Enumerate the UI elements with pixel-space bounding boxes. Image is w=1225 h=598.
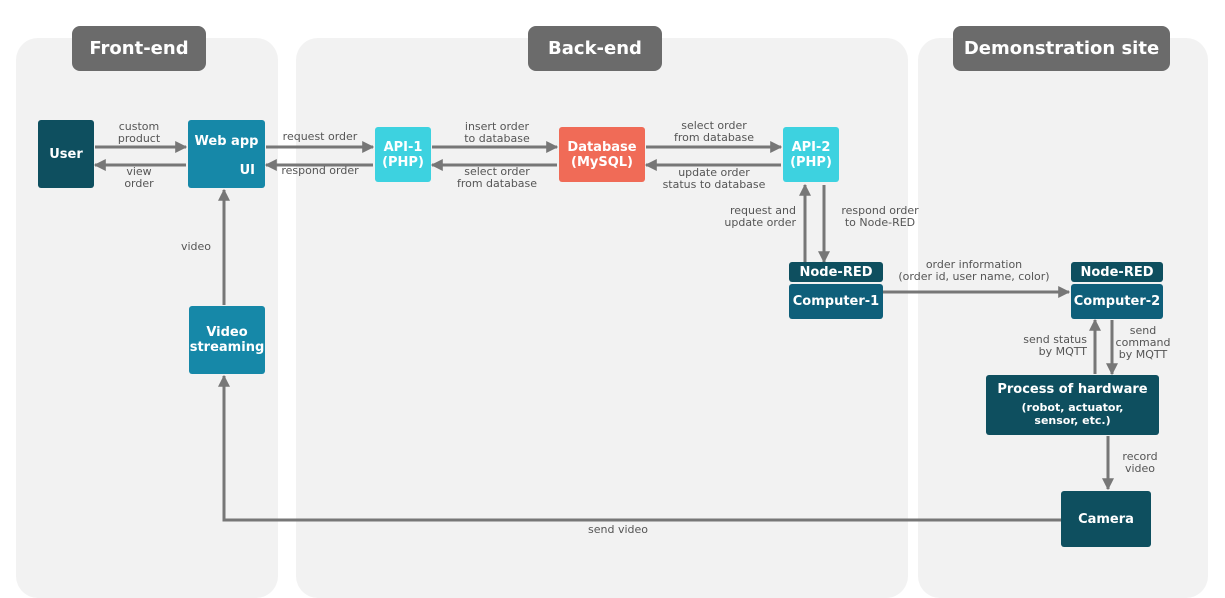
label-insert-order-line-2: to database [464, 132, 530, 145]
label-respond-order-text: respond order [281, 164, 359, 177]
label-update-order-status-line-2: status to database [662, 178, 766, 191]
label-send-status-line-1: send status [1023, 333, 1087, 346]
label-select-order-from-database: select order from database [660, 120, 768, 144]
label-update-order-status: update order status to database [650, 167, 778, 191]
node-red-2-label: Node-RED [1080, 264, 1154, 280]
label-send-command: send command by MQTT [1114, 325, 1172, 361]
label-respond-to-nodered: respond order to Node-RED [832, 205, 928, 229]
label-select-order-to-api1-line-2: from database [456, 177, 538, 190]
label-view-order: view order [108, 166, 170, 190]
computer-1-node: Computer-1 [789, 284, 883, 319]
label-request-update-order: request and update order [704, 205, 796, 229]
process-detail-line-2: sensor, etc.) [1034, 414, 1111, 427]
label-insert-order: insert order to database [445, 121, 549, 145]
label-insert-order-line-1: insert order [464, 120, 530, 133]
label-select-order-to-api1: select order from database [445, 166, 549, 190]
label-send-status-line-2: by MQTT [1038, 345, 1087, 358]
label-record-video-line-1: record [1122, 450, 1158, 463]
process-of-hardware-node: Process of hardware (robot, actuator, se… [986, 375, 1159, 435]
database-node: Database (MySQL) [559, 127, 645, 182]
web-app-node: Web app UI [188, 120, 265, 188]
api-2-label: API-2 [791, 139, 831, 155]
label-send-command-line-3: by MQTT [1118, 348, 1168, 361]
label-request-order: request order [272, 131, 368, 143]
label-view-order-line-1: view [126, 165, 152, 178]
label-respond-to-nodered-line-1: respond order [841, 204, 919, 217]
label-custom-product-line-2: product [117, 132, 161, 145]
api-2-node: API-2 (PHP) [783, 127, 839, 182]
user-label: User [49, 146, 83, 162]
demonstration-site-header: Demonstration site [953, 26, 1170, 71]
label-select-order-from-database-line-2: from database [673, 131, 755, 144]
process-title: Process of hardware [997, 382, 1148, 397]
label-custom-product: custom product [108, 121, 170, 145]
label-video: video [176, 241, 216, 253]
video-streaming-sub-label: streaming [189, 340, 265, 355]
computer-2-label: Computer-2 [1073, 294, 1161, 309]
arrow-send-video [218, 374, 1061, 522]
label-record-video: record video [1112, 451, 1168, 475]
label-select-order-from-database-line-1: select order [681, 119, 747, 132]
node-red-1-label: Node-RED [799, 264, 873, 280]
video-streaming-node: Video streaming [189, 306, 265, 374]
api-1-label: API-1 [383, 139, 423, 155]
web-app-label: Web app [194, 134, 259, 149]
computer-1-label: Computer-1 [792, 294, 880, 309]
user-node: User [38, 120, 94, 188]
label-view-order-line-2: order [124, 177, 154, 190]
label-request-update-order-line-1: request and [729, 204, 796, 217]
label-send-video-text: send video [588, 523, 648, 536]
api-1-sub-label: (PHP) [382, 154, 424, 170]
back-end-header: Back-end [528, 26, 662, 71]
camera-label: Camera [1078, 511, 1134, 527]
api-2-sub-label: (PHP) [790, 154, 832, 170]
front-end-header: Front-end [72, 26, 206, 71]
label-send-command-line-2: command [1115, 336, 1171, 349]
video-streaming-label: Video [206, 325, 248, 340]
label-request-order-text: request order [282, 130, 358, 143]
web-app-ui-label: UI [239, 163, 255, 178]
label-respond-to-nodered-line-2: to Node-RED [844, 216, 916, 229]
label-send-status: send status by MQTT [995, 334, 1087, 358]
node-red-1-tag: Node-RED [789, 262, 883, 282]
process-detail-line-1: (robot, actuator, [1021, 401, 1124, 414]
label-send-video: send video [568, 524, 668, 536]
label-request-update-order-line-2: update order [724, 216, 796, 229]
label-video-text: video [180, 240, 212, 253]
label-order-information-line-1: order information [925, 258, 1023, 271]
label-send-command-line-1: send [1129, 324, 1157, 337]
label-custom-product-line-1: custom [118, 120, 160, 133]
node-red-2-tag: Node-RED [1071, 262, 1163, 282]
connector-arrows [93, 141, 1118, 522]
computer-2-node: Computer-2 [1071, 284, 1163, 319]
label-order-information-line-2: (order id, user name, color) [898, 270, 1050, 283]
camera-node: Camera [1061, 491, 1151, 547]
label-record-video-line-2: video [1124, 462, 1156, 475]
label-select-order-to-api1-line-1: select order [464, 165, 530, 178]
label-update-order-status-line-1: update order [678, 166, 750, 179]
database-label: Database [567, 139, 637, 155]
label-respond-order: respond order [272, 165, 368, 177]
api-1-node: API-1 (PHP) [375, 127, 431, 182]
database-sub-label: (MySQL) [571, 154, 633, 170]
label-order-information: order information (order id, user name, … [884, 259, 1064, 283]
